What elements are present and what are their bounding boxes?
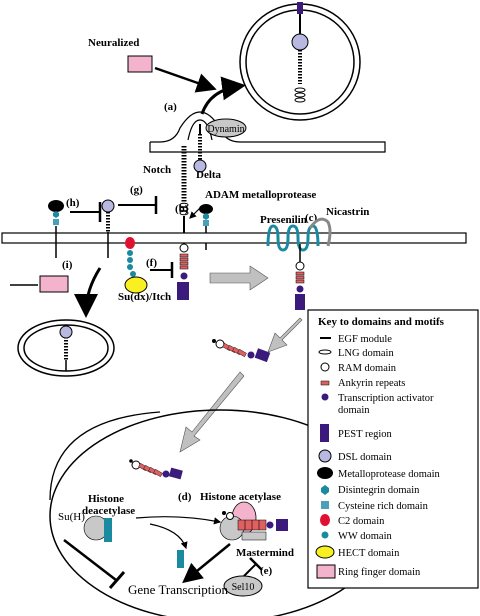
step-a-label: (a): [164, 101, 177, 113]
endocytic-vesicle-top: [239, 2, 361, 121]
su-h-repressor-complex-icon: [83, 515, 112, 542]
step-h-label: (h): [66, 197, 80, 209]
disintegrin-domain-icon: [321, 485, 329, 495]
upper-membrane-bud: [150, 111, 386, 153]
neuralized-ring-finger-icon: [127, 55, 153, 73]
key-label: HECT domain: [338, 548, 400, 559]
c2-domain-icon: [320, 514, 330, 526]
free-nicd-icon: [212, 339, 271, 363]
sudx-itch-complex-icon: [124, 237, 148, 294]
key-label: domain: [338, 405, 370, 416]
key-label: LNG domain: [338, 348, 394, 359]
upper-membrane-outer: [149, 142, 375, 153]
step-f-label: (f): [146, 257, 157, 269]
adam-label: ADAM metalloprotease: [205, 189, 316, 201]
left-delta-icon: [101, 199, 115, 258]
gray-arrow-diagonal-2: [179, 371, 245, 453]
step-i-label: (i): [62, 259, 73, 271]
histone-deacetylase-label-2: deacetylase: [82, 505, 135, 517]
pest-region-icon: [320, 424, 329, 442]
mastermind-label: Mastermind: [236, 547, 294, 559]
key-label: EGF module: [338, 334, 392, 345]
cysteine-rich-domain-icon: [321, 501, 329, 509]
notch-receptor-icon: [177, 146, 189, 300]
dynamin-label: Dynamin: [207, 124, 244, 135]
nicd-in-nucleus-icon: [129, 459, 183, 480]
sudx-label: Su(dx)/Itch: [118, 291, 171, 303]
lng-domain-icon: [318, 349, 332, 355]
key-label: Metalloprotease domain: [338, 469, 441, 480]
gene-transcription-label: Gene Transcription: [128, 582, 229, 597]
neuralized-label: Neuralized: [88, 37, 139, 49]
hect-domain-icon: [315, 545, 335, 559]
key-box: Key to domains and motifs EGF module LNG…: [307, 309, 479, 589]
ankyrin-repeats-icon: [320, 380, 330, 386]
endocytic-vesicle-lower: [17, 319, 115, 377]
key-label: Ankyrin repeats: [338, 378, 405, 389]
transcription-activator-icon: [321, 393, 329, 401]
key-label: Ring finger domain: [338, 567, 421, 578]
key-label: C2 domain: [338, 516, 385, 527]
step-e-label: (e): [260, 565, 273, 577]
step-g-label: (g): [130, 184, 143, 196]
exchange-arrow-bottom: [149, 523, 188, 550]
gray-arrow-diagonal-1: [267, 317, 303, 353]
key-title: Key to domains and motifs: [318, 316, 445, 328]
key-label: RAM domain: [338, 363, 397, 374]
key-label: PEST region: [338, 429, 393, 440]
released-corepressor-icon: [177, 550, 184, 568]
dsl-domain-icon: [318, 449, 332, 463]
neuralized-lower-arrow: [74, 267, 102, 318]
nicd-at-membrane-icon: [295, 271, 305, 310]
key-label: Disintegrin domain: [338, 485, 420, 496]
left-metalloprotease-icon: [48, 200, 64, 258]
gray-arrow-right: [209, 265, 269, 291]
delta-label: Delta: [196, 169, 222, 181]
su-h-label: Su(H): [58, 511, 85, 523]
nicastrin-label: Nicastrin: [326, 206, 369, 218]
plasma-membrane: [1, 232, 467, 244]
activator-complex-icon: [219, 501, 288, 541]
presenilin-complex-icon: [266, 217, 332, 271]
neuralized-arrow: [154, 66, 217, 93]
histone-deacetylase-label-1: Histone: [88, 493, 124, 505]
presenilin-label: Presenilin: [260, 214, 307, 226]
step-b-label: (b): [175, 203, 189, 215]
metalloprotease-domain-icon: [317, 467, 333, 479]
delta-in-vesicle-icon: [291, 2, 309, 103]
key-label: Cysteine rich domain: [338, 501, 429, 512]
dynamin-icon: [205, 118, 247, 138]
key-label: DSL domain: [338, 452, 392, 463]
sel10-label: Sel10: [232, 582, 255, 593]
key-label: Transcription activator: [338, 393, 434, 404]
egf-module-icon: [320, 337, 331, 339]
delta-ligand-icon: [193, 124, 207, 173]
repression-line: [63, 539, 117, 581]
ram-domain-icon: [320, 362, 330, 372]
notch-label: Notch: [143, 164, 171, 176]
histone-acetylase-label: Histone acetylase: [200, 491, 281, 503]
activation-arrow: [182, 543, 231, 584]
ring-finger-domain-icon: [316, 564, 336, 579]
endocytosis-arrow: [200, 76, 246, 115]
sel10-icon: [223, 575, 263, 597]
exchange-arrow-top: [135, 516, 222, 525]
key-label: WW domain: [338, 531, 393, 542]
neuralized-lower-icon: [39, 275, 69, 293]
ww-domain-icon: [321, 531, 329, 539]
step-d-label: (d): [178, 491, 192, 503]
